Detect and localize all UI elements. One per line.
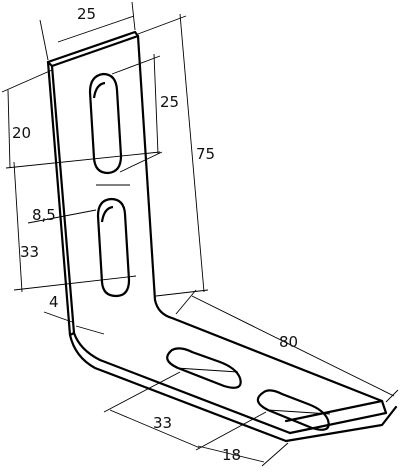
slot-upper-vertical: [88, 72, 123, 175]
slot-upper-inner-edge: [92, 81, 106, 99]
label-thickness: 4: [49, 293, 59, 311]
dim-line-slot-width: [27, 209, 97, 224]
label-slot-offset-end: 18: [222, 446, 241, 464]
dim-line-slot-offset: [7, 89, 11, 169]
dim-line-slot-spacing-h: [109, 409, 201, 449]
label-slot-offset-top: 20: [12, 124, 31, 142]
axis-upper-slot-center: [5, 151, 161, 169]
base-end-face: [284, 399, 388, 435]
dimension-lines: [1, 1, 399, 467]
dim-line-slot-length: [153, 53, 159, 155]
dim-line-top-width: [57, 15, 135, 43]
dim-line-slot-offset-end: [197, 445, 265, 463]
slot-base-near: [166, 347, 242, 389]
dimension-labels: 25 25 20 75 8,5 33 4 80 33 18: [12, 5, 298, 464]
vertical-leg-top-edge: [46, 30, 140, 68]
dim-line-slot-spacing-v: [13, 161, 23, 293]
label-top-width: 25: [77, 5, 96, 23]
slots: [88, 72, 330, 431]
axis-base-slot-far: [267, 409, 331, 415]
dim-line-thickness: [75, 325, 105, 335]
slot-base-far: [256, 389, 330, 431]
slot-lower-vertical: [96, 197, 131, 298]
slot-lower-inner-edge: [100, 205, 114, 223]
front-face-inner-edge: [50, 64, 292, 435]
label-base-length: 80: [279, 333, 298, 351]
axis-lower-slot-center: [13, 275, 137, 291]
dim-line-overall-height: [179, 13, 205, 293]
center-lines: [5, 151, 331, 415]
front-edge-path: [46, 60, 398, 443]
label-slot-spacing-vertical: 33: [20, 243, 39, 261]
axis-base-slot-near: [175, 367, 239, 373]
thickness-edge: [68, 331, 76, 337]
label-slot-length: 25: [160, 93, 179, 111]
label-slot-width: 8,5: [32, 206, 56, 224]
inner-bend-edge: [136, 34, 384, 403]
bracket-outline: [46, 30, 398, 443]
dim-line-base-length: [191, 295, 395, 397]
label-slot-spacing-horizontal: 33: [153, 414, 172, 432]
label-overall-height: 75: [196, 145, 215, 163]
